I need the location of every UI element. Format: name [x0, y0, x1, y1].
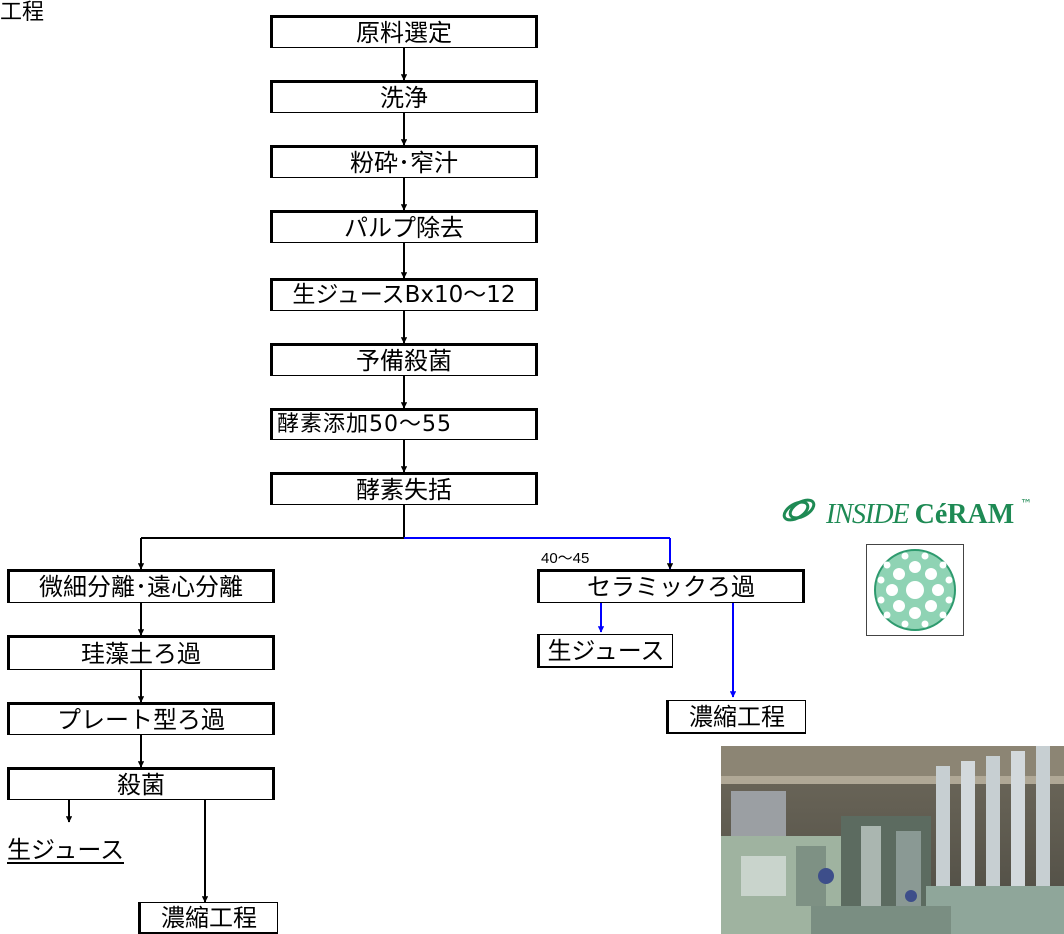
step-pre-sterilization: 予備殺菌: [270, 343, 538, 376]
right-output-raw-juice: 生ジュース: [537, 634, 673, 668]
left-step-diatomite-filtration: 珪藻土ろ過: [7, 635, 275, 670]
left-step-plate-filtration: プレート型ろ過: [7, 702, 275, 735]
logo-trademark: ™: [1020, 497, 1033, 511]
logo-inside-text: INSIDE: [826, 499, 910, 530]
ceram-logo: INSIDE CéRAM ™: [780, 497, 1032, 531]
ceramic-membrane-image: [866, 544, 964, 636]
left-step-sterilization: 殺菌: [7, 767, 275, 800]
step-enzyme-deactivation: 酵素失括: [270, 472, 538, 505]
step-crushing-pressing: 粉砕･窄汁: [270, 145, 538, 178]
ceram-logo-mark-icon: [782, 498, 816, 522]
page-title-fragment: 工程: [0, 0, 45, 25]
left-output-raw-juice: 生ジュース: [7, 830, 125, 864]
step-pulp-removal: パルプ除去: [270, 210, 538, 243]
equipment-photo: [721, 746, 1064, 934]
right-step-ceramic-filtration: セラミックろ過: [537, 569, 805, 603]
step-raw-juice-brix: 生ジュースBx10～12: [270, 278, 538, 311]
left-step-separation: 微細分離･遠心分離: [7, 569, 275, 603]
left-output-concentration: 濃縮工程: [138, 902, 278, 934]
step-raw-material-selection: 原料選定: [270, 15, 538, 48]
ceramic-temperature-label: 40～45: [541, 550, 590, 567]
right-output-concentration: 濃縮工程: [666, 700, 806, 734]
step-enzyme-addition: 酵素添加50～55: [270, 408, 538, 440]
step-washing: 洗浄: [270, 80, 538, 113]
logo-ceram-text: CéRAM: [914, 499, 1015, 530]
